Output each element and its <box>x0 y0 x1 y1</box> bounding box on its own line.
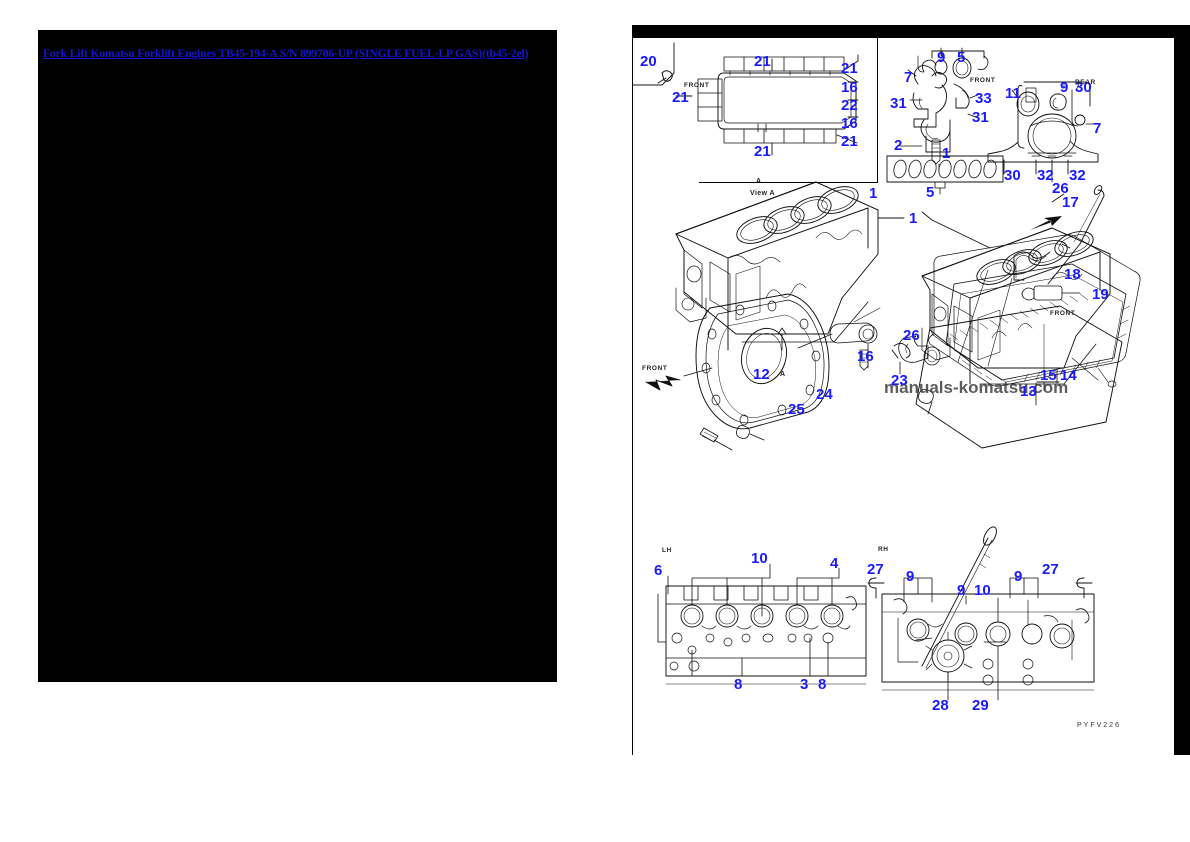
callout-number-9[interactable]: 9 <box>937 49 946 66</box>
bearing-set-5 <box>886 155 1004 195</box>
callout-number-8[interactable]: 8 <box>734 676 743 693</box>
diagram-canvas <box>632 38 1174 755</box>
callout-number-9[interactable]: 9 <box>906 568 915 585</box>
front-arrow-right <box>1030 216 1062 230</box>
callout-number-28[interactable]: 28 <box>932 697 949 714</box>
orientation-tag-front-0: FRONT <box>684 82 710 89</box>
rear-housing-assembly <box>987 81 1099 183</box>
orientation-tag-rear-2: REAR <box>1075 79 1096 86</box>
callout-number-2[interactable]: 2 <box>894 137 903 154</box>
callout-number-21[interactable]: 21 <box>754 53 771 70</box>
callout-number-20[interactable]: 20 <box>640 53 657 70</box>
callout-number-1[interactable]: 1 <box>909 210 918 227</box>
cylinder-head-lh <box>665 563 867 685</box>
callout-number-22[interactable]: 22 <box>841 97 858 114</box>
document-viewer-pane: Fork Lift Komatsu Forklift Engines TB45-… <box>38 30 557 682</box>
callout-number-29[interactable]: 29 <box>972 697 989 714</box>
callout-number-30[interactable]: 30 <box>1075 79 1092 96</box>
dipstick-assembly <box>1013 185 1105 301</box>
callout-number-10[interactable]: 10 <box>974 582 991 599</box>
callout-number-7[interactable]: 7 <box>1093 120 1102 137</box>
callout-number-14[interactable]: 14 <box>1060 367 1077 384</box>
watermark-text: manuals-komatsu.com <box>884 378 1069 397</box>
callout-number-21[interactable]: 21 <box>841 133 858 150</box>
orientation-tag-front-4: FRONT <box>1050 310 1076 317</box>
diagram-top-bar <box>632 25 1174 38</box>
callout-number-11[interactable]: 11 <box>1005 85 1021 102</box>
callout-number-16[interactable]: 16 <box>841 79 858 96</box>
callout-number-26[interactable]: 26 <box>903 327 920 344</box>
callout-number-21[interactable]: 21 <box>841 60 858 77</box>
callout-number-7[interactable]: 7 <box>904 69 913 86</box>
cylinder-head-rh <box>867 526 1095 701</box>
callout-number-15[interactable]: 15 <box>1040 367 1057 384</box>
orientation-tag-front-3: FRONT <box>642 365 668 372</box>
callout-number-13[interactable]: 13 <box>1020 383 1037 400</box>
callout-number-1[interactable]: 1 <box>869 185 878 202</box>
callout-number-3[interactable]: 3 <box>800 676 809 693</box>
callout-number-18[interactable]: 18 <box>1064 266 1081 283</box>
callout-number-6[interactable]: 6 <box>654 562 663 579</box>
callout-number-9[interactable]: 9 <box>957 582 966 599</box>
diagram-left-rule <box>632 38 633 755</box>
breadcrumb-segment-0[interactable]: Fork Lift Komatsu <box>43 48 135 60</box>
callout-number-17[interactable]: 17 <box>1062 194 1079 211</box>
oil-pan-assembly <box>915 234 1141 449</box>
diagram-code-label: PYFV226 <box>1077 722 1121 729</box>
breadcrumb-segment-1[interactable]: Forklift Engines <box>137 48 216 60</box>
view-a-section-letter: A <box>756 178 762 185</box>
callout-number-23[interactable]: 23 <box>891 372 908 389</box>
callout-number-25[interactable]: 25 <box>788 401 805 418</box>
callout-number-9[interactable]: 9 <box>1014 568 1023 585</box>
callout-number-16[interactable]: 16 <box>841 115 858 132</box>
callout-number-31[interactable]: 31 <box>890 95 907 112</box>
callout-number-8[interactable]: 8 <box>818 676 827 693</box>
callout-number-32[interactable]: 32 <box>1069 167 1086 184</box>
front-arrow-left <box>645 375 681 391</box>
view-a-label: View A <box>750 190 775 197</box>
callout-number-31[interactable]: 31 <box>972 109 989 126</box>
callout-number-21[interactable]: 21 <box>672 89 689 106</box>
callout-number-5[interactable]: 5 <box>957 49 966 66</box>
cylinder-block-left <box>675 181 905 351</box>
callout-number-33[interactable]: 33 <box>975 90 992 107</box>
breadcrumb-segment-2[interactable]: TB45-194-A S/N 899706-UP (SINGLE FUEL-LP… <box>218 48 529 60</box>
cylinder-block-right <box>898 211 1111 385</box>
callout-number-27[interactable]: 27 <box>1042 561 1059 578</box>
callout-number-12[interactable]: 12 <box>753 366 770 383</box>
orientation-tag-front-1: FRONT <box>970 77 996 84</box>
callout-number-26[interactable]: 26 <box>1052 180 1069 197</box>
callout-number-21[interactable]: 21 <box>754 143 771 160</box>
callout-number-16[interactable]: 16 <box>857 348 874 365</box>
section-letter-a: A <box>780 371 786 378</box>
callout-number-10[interactable]: 10 <box>751 550 768 567</box>
callout-number-30[interactable]: 30 <box>1004 167 1021 184</box>
diagram-right-bar <box>1174 25 1190 755</box>
orientation-tag-lh-5: LH <box>662 547 672 554</box>
callout-number-5[interactable]: 5 <box>926 184 935 201</box>
callout-number-32[interactable]: 32 <box>1037 167 1054 184</box>
callout-number-27[interactable]: 27 <box>867 561 884 578</box>
flywheel-housing-assembly <box>683 293 911 451</box>
callout-number-4[interactable]: 4 <box>830 555 839 572</box>
callout-number-24[interactable]: 24 <box>816 386 833 403</box>
callout-number-9[interactable]: 9 <box>1060 79 1069 96</box>
part-20-plug <box>657 70 673 84</box>
view-a-gasket-outline <box>675 54 859 156</box>
breadcrumb-title-link[interactable]: Fork Lift Komatsu Forklift Engines TB45-… <box>43 48 528 60</box>
callout-number-19[interactable]: 19 <box>1092 286 1109 303</box>
front-cover-assembly <box>899 47 989 171</box>
callout-number-1[interactable]: 1 <box>942 145 951 162</box>
orientation-tag-rh-6: RH <box>878 546 889 553</box>
